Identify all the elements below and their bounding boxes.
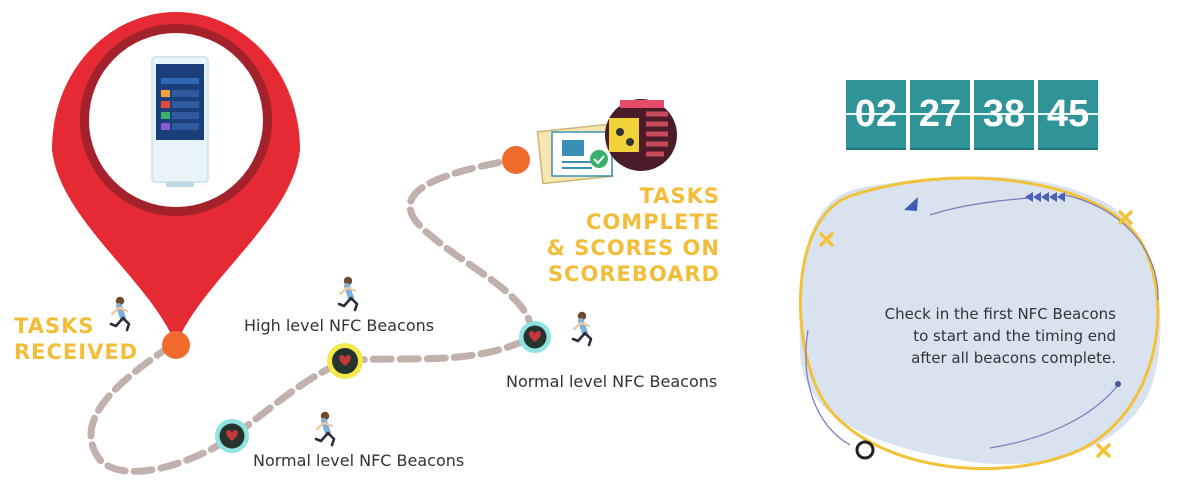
description-line: after all beacons complete. <box>911 349 1116 367</box>
high-level-beacon-label: High level NFC Beacons <box>244 316 435 335</box>
runner-icon <box>339 277 357 310</box>
tasks-received-line: RECEIVED <box>14 340 139 364</box>
heart-beacon-icon <box>215 419 249 453</box>
orbit-line <box>805 329 851 446</box>
timing-description: Check in the first NFC Beacons to start … <box>820 303 1116 369</box>
timer-digit: 45 <box>1038 80 1098 148</box>
start-point-icon <box>162 331 190 359</box>
finish-point-icon <box>502 146 530 174</box>
dot-decoration-icon <box>1115 381 1121 387</box>
orbit-line <box>989 384 1119 449</box>
arrow-decoration-icon <box>1025 192 1065 202</box>
orbit-line <box>929 197 1031 216</box>
normal-level-beacon-label: Normal level NFC Beacons <box>253 451 465 470</box>
tasks-complete-label: TASKS COMPLETE & SCORES ON SCOREBOARD <box>505 183 720 287</box>
heart-beacon-icon <box>327 343 363 379</box>
tasks-received-line: TASKS <box>14 314 95 338</box>
runner-icon <box>573 312 591 345</box>
timer-digit: 02 <box>846 80 906 148</box>
kiosk-screen-icon <box>151 56 209 187</box>
background-blob <box>799 176 1161 465</box>
tasks-complete-line: TASKS COMPLETE <box>586 184 720 234</box>
tasks-complete-line: SCOREBOARD <box>547 262 720 286</box>
tasks-received-label: TASKS RECEIVED <box>14 313 138 365</box>
timer-digit: 38 <box>974 80 1034 148</box>
task-map-icon <box>536 123 614 185</box>
ring-decoration-icon <box>855 440 875 460</box>
timing-ring <box>798 176 1160 471</box>
orbit-line <box>1059 193 1159 301</box>
countdown-timer: 02 27 38 45 <box>846 80 1098 148</box>
scoreboard-icon <box>605 99 677 171</box>
description-line: Check in the first NFC Beacons <box>884 305 1116 323</box>
triangle-decoration-icon <box>904 197 918 211</box>
tasks-complete-line: & SCORES ON <box>546 236 720 260</box>
normal-level-beacon-label: Normal level NFC Beacons <box>506 372 718 391</box>
runner-icon <box>316 412 334 445</box>
timer-digit: 27 <box>910 80 970 148</box>
cross-decoration-icon <box>819 210 1133 458</box>
heart-beacon-icon <box>519 321 551 353</box>
description-line: to start and the timing end <box>913 327 1116 345</box>
